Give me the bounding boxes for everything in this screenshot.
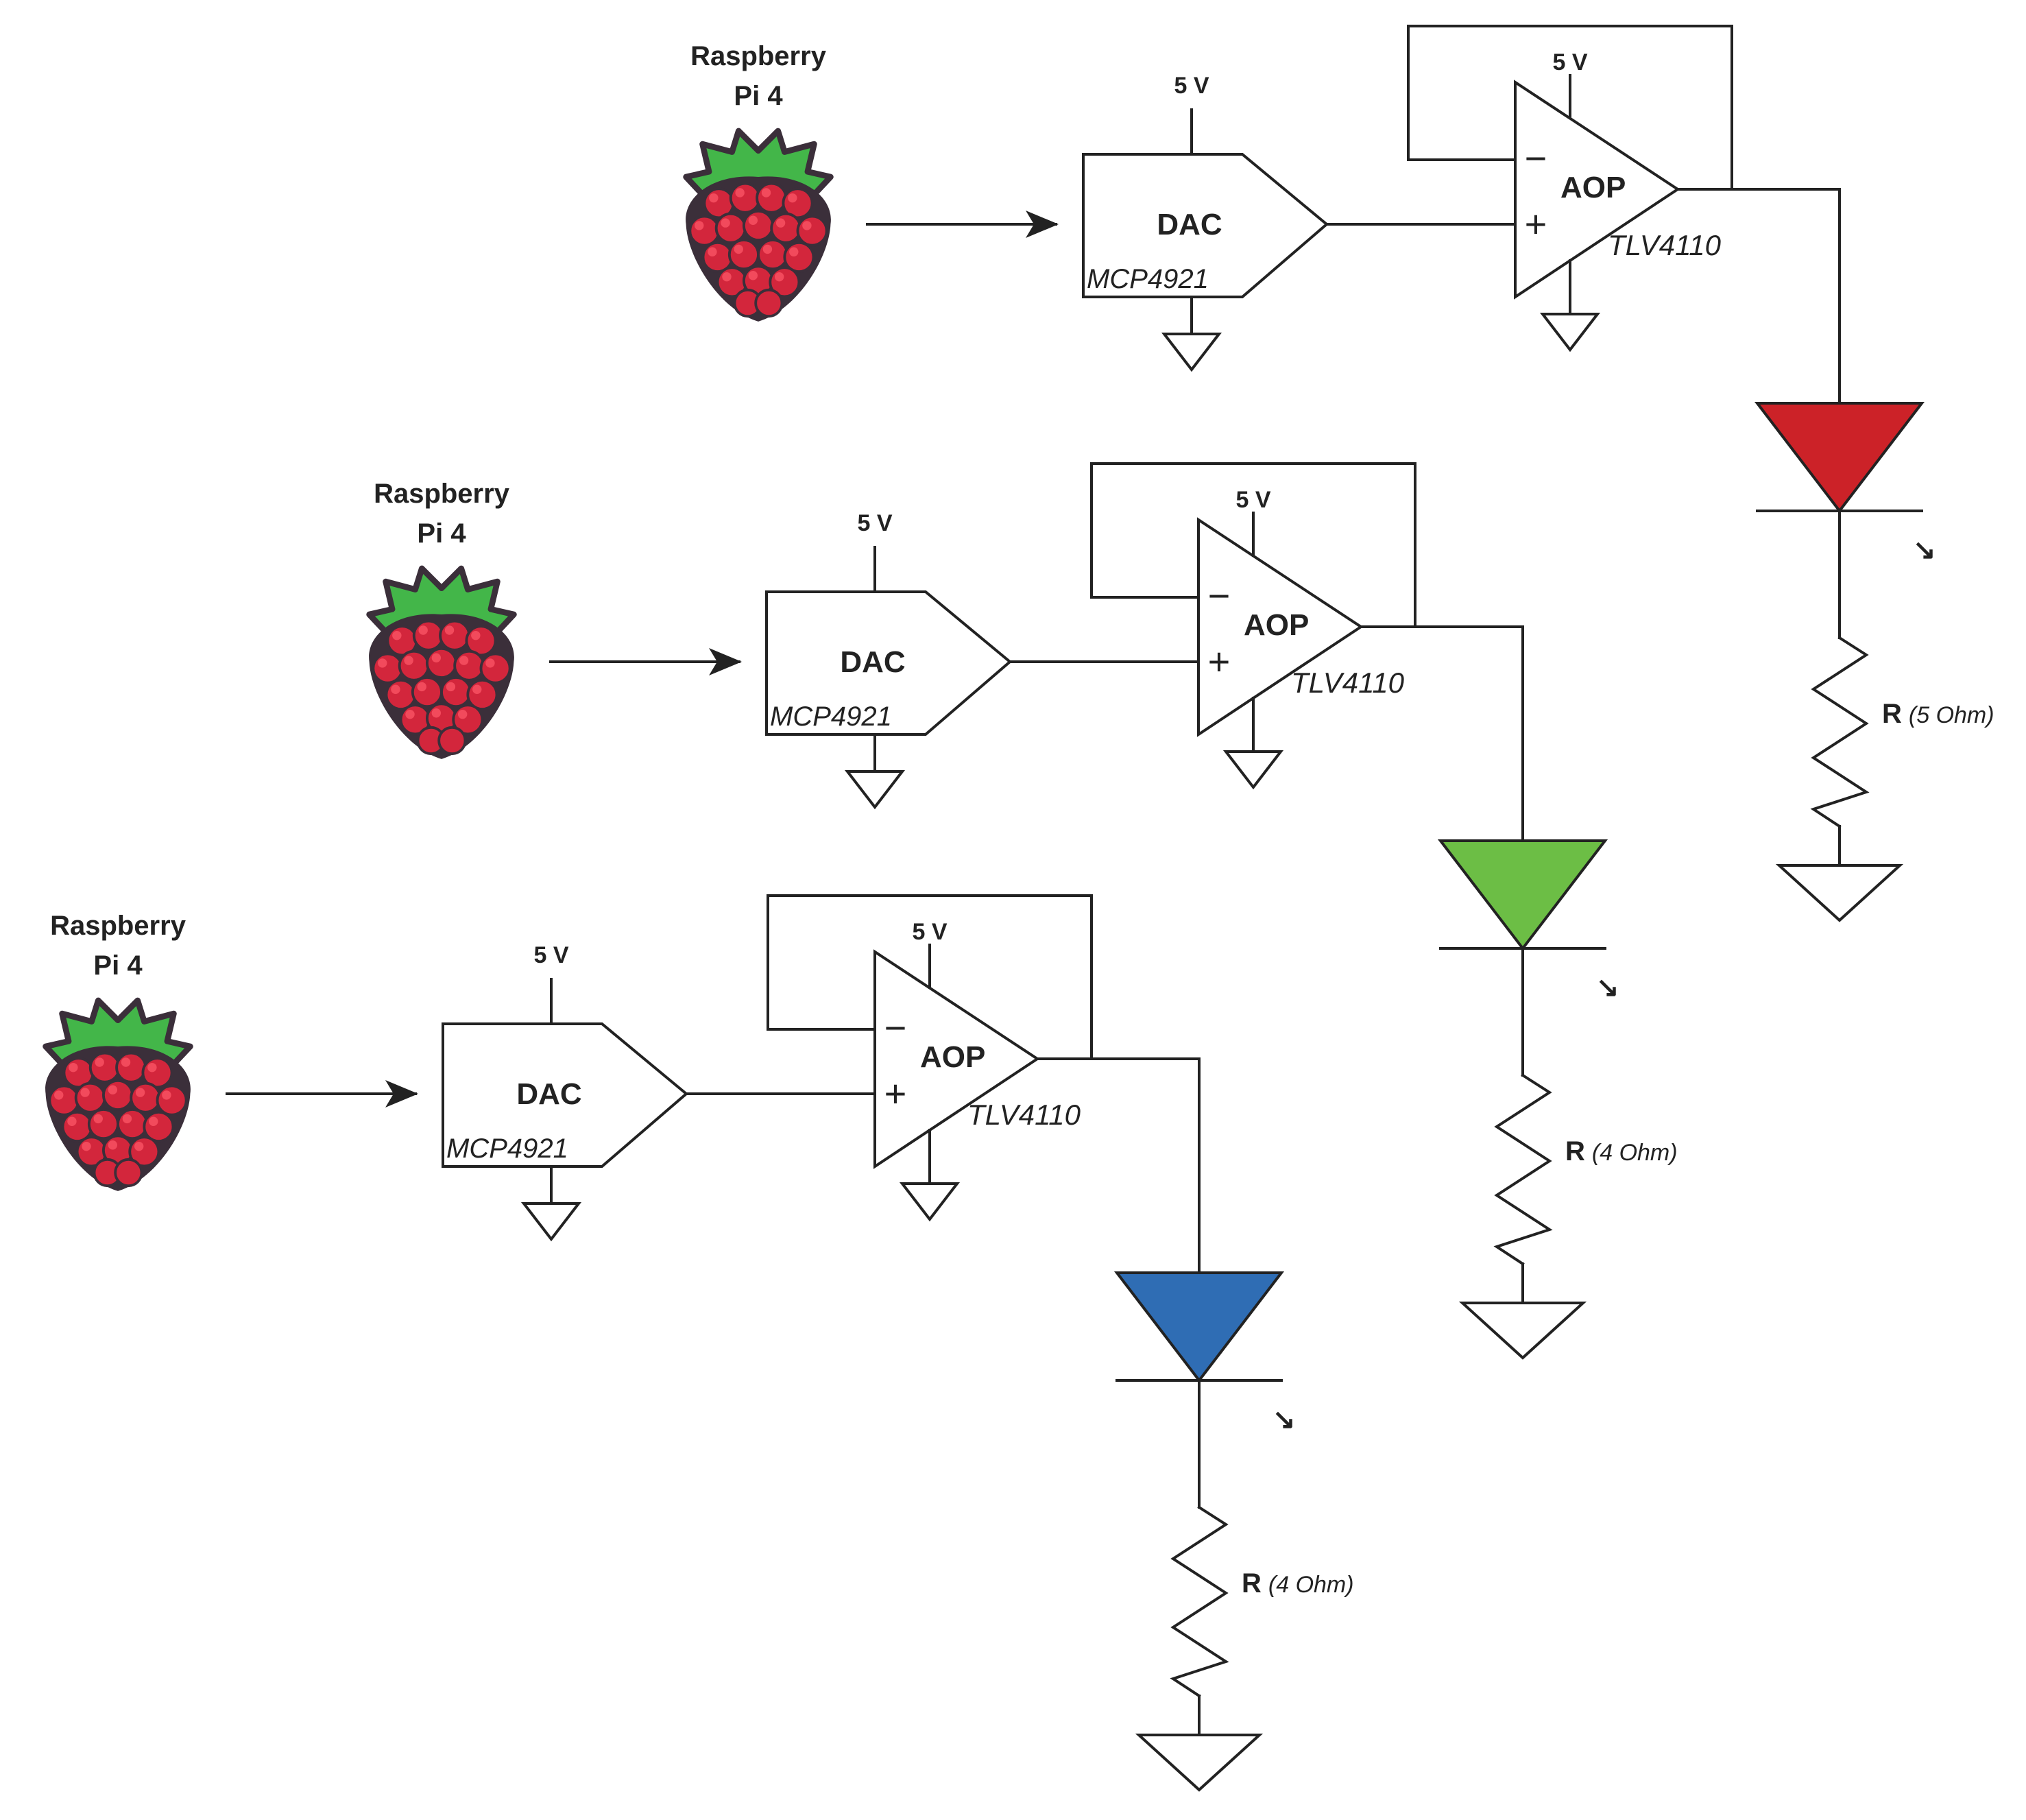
resistor-label: R(4 Ohm) (1242, 1568, 1354, 1599)
raspberry-pi-label-line1: Raspberry (690, 41, 827, 71)
opamp-part-number: TLV4110 (1291, 667, 1405, 699)
dac-label: DAC (1157, 208, 1222, 241)
raspberry-pi-label-line1: Raspberry (50, 911, 186, 941)
ground-symbol (1135, 1734, 1264, 1792)
ground-symbol (1539, 313, 1601, 352)
opamp-inverting-sign: − (884, 1006, 907, 1049)
channel-green: Raspberry Pi 4 DAC MCP4921 5 V AOP TLV4110 − +5 … (369, 462, 1678, 1360)
resistor-letter: R (1242, 1568, 1262, 1599)
raspberry-pi-logo-icon (686, 131, 831, 322)
opamp-label: AOP (1560, 171, 1626, 204)
opamp-noninverting-sign: + (1208, 640, 1231, 683)
resistor (1493, 1073, 1553, 1266)
channel-blue: Raspberry Pi 4 DAC MCP4921 5 V AOP TLV4110 − +5 … (45, 894, 1354, 1792)
resistor-label: R (4 Ohm) (1565, 1136, 1678, 1166)
opamp-supply-label: 5 V (1552, 49, 1587, 75)
resistor-letter: R (1882, 699, 1902, 729)
dac-block (442, 1022, 689, 1168)
ground-symbol (899, 1182, 961, 1222)
raspberry-pi-label-line1: Raspberry (374, 479, 510, 509)
opamp-supply-label: 5 V (912, 919, 947, 945)
raspberry-pi-label-line2: Pi 4 (93, 950, 143, 981)
opamp-part-number: TLV4110 (1608, 229, 1722, 261)
opamp-output-wire (1676, 188, 1841, 405)
led-blue (1113, 1271, 1285, 1383)
feedback-wire (1090, 462, 1416, 628)
feedback-wire (1407, 25, 1733, 191)
opamp-label: AOP (1244, 608, 1309, 642)
opamp-block (1514, 80, 1680, 300)
opamp-noninverting-sign: + (884, 1072, 907, 1115)
opamp-supply-label: 5 V (1235, 487, 1270, 513)
ground-symbol (844, 770, 906, 810)
resistor-value: (5 Ohm) (1909, 702, 1994, 728)
ground-symbol (1775, 864, 1904, 922)
led-green (1437, 839, 1608, 951)
dac-label: DAC (516, 1077, 581, 1111)
opamp-block (1197, 517, 1364, 737)
resistor-value: (4 Ohm) (1268, 1572, 1354, 1598)
resistor-label: R (5 Ohm) (1882, 699, 1994, 729)
resistor-value: (4 Ohm) (1592, 1140, 1678, 1166)
led-emission-arrow-icon: ↘ (1273, 1404, 1296, 1435)
channel-red: Raspberry Pi 4 DAC MCP4921 5 V AOP TLV4110 − +5 … (686, 25, 1994, 922)
opamp-block (873, 949, 1040, 1169)
resistor (1170, 1505, 1229, 1698)
dac-part-number: MCP4921 (770, 702, 892, 732)
led-emission-arrow-icon: ↘ (1913, 535, 1936, 565)
resistor-letter: R (1565, 1136, 1585, 1166)
opamp-inverting-sign: − (1208, 574, 1231, 617)
raspberry-pi-label-line2: Pi 4 (417, 518, 466, 549)
opamp-label: AOP (920, 1040, 985, 1074)
dac-label: DAC (840, 645, 905, 679)
ground-symbol (1161, 333, 1222, 372)
raspberry-pi-label-line2: Pi 4 (734, 81, 783, 111)
opamp-inverting-sign: − (1525, 136, 1547, 180)
opamp-noninverting-sign: + (1525, 202, 1547, 246)
ground-symbol (520, 1202, 582, 1242)
led-red (1754, 402, 1925, 514)
dac-block (765, 590, 1013, 736)
raspberry-pi-logo-icon (45, 1001, 191, 1191)
dac-block (1082, 153, 1329, 298)
raspberry-pi-logo-icon (369, 568, 514, 759)
dac-supply-label: 5 V (533, 942, 568, 968)
dac-supply-label: 5 V (857, 510, 892, 536)
ground-symbol (1222, 750, 1284, 790)
opamp-output-wire (1360, 625, 1524, 842)
ground-symbol (1458, 1302, 1587, 1360)
dac-supply-label: 5 V (1174, 73, 1209, 99)
resistor (1810, 636, 1870, 828)
opamp-output-wire (1036, 1057, 1201, 1274)
dac-part-number: MCP4921 (1087, 264, 1209, 294)
dac-part-number: MCP4921 (446, 1134, 568, 1164)
opamp-part-number: TLV4110 (967, 1099, 1081, 1131)
feedback-wire (767, 894, 1093, 1060)
led-emission-arrow-icon: ↘ (1596, 972, 1619, 1003)
